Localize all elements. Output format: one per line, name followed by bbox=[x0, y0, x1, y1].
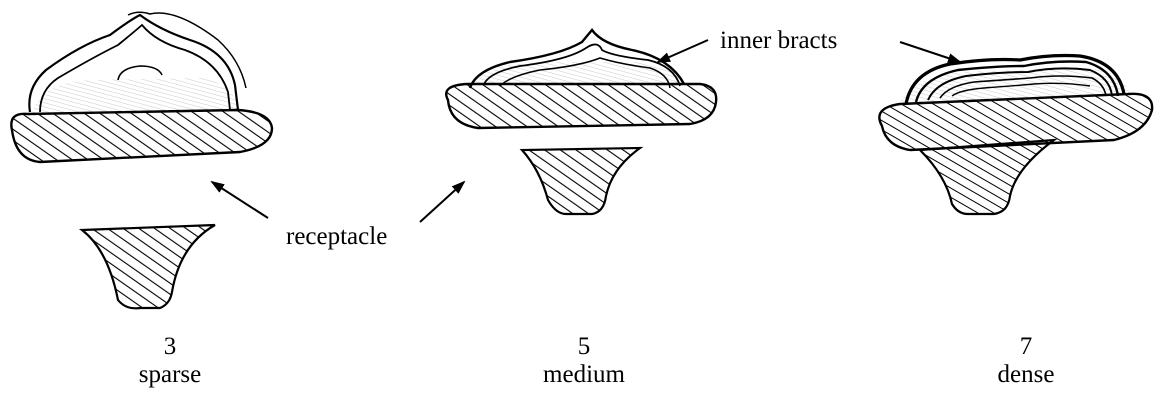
arrow-receptacle-right bbox=[420, 182, 464, 222]
flowerhead-medium bbox=[446, 30, 716, 214]
label-inner-bracts: inner bracts bbox=[720, 28, 837, 53]
arrow-inner-bracts-right bbox=[900, 42, 960, 62]
stem bbox=[920, 140, 1054, 214]
arrow-receptacle-left bbox=[212, 182, 268, 218]
caption-density-medium: medium bbox=[543, 362, 625, 387]
caption-density-dense: dense bbox=[998, 362, 1055, 387]
flowerhead-sparse bbox=[11, 12, 272, 308]
caption-density-sparse: sparse bbox=[139, 362, 201, 387]
receptacle-disc bbox=[11, 110, 272, 162]
caption-score-dense: 7 bbox=[1020, 334, 1033, 359]
receptacle-disc bbox=[446, 84, 716, 128]
caption-score-medium: 5 bbox=[578, 334, 591, 359]
stem bbox=[82, 225, 215, 308]
stem bbox=[522, 148, 640, 214]
receptacle-dome bbox=[32, 78, 240, 114]
inner-bract bbox=[118, 66, 162, 80]
flowerhead-dense bbox=[879, 56, 1152, 215]
label-receptacle: receptacle bbox=[286, 224, 387, 249]
arrow-inner-bracts-center bbox=[658, 40, 708, 62]
caption-score-sparse: 3 bbox=[164, 334, 177, 359]
